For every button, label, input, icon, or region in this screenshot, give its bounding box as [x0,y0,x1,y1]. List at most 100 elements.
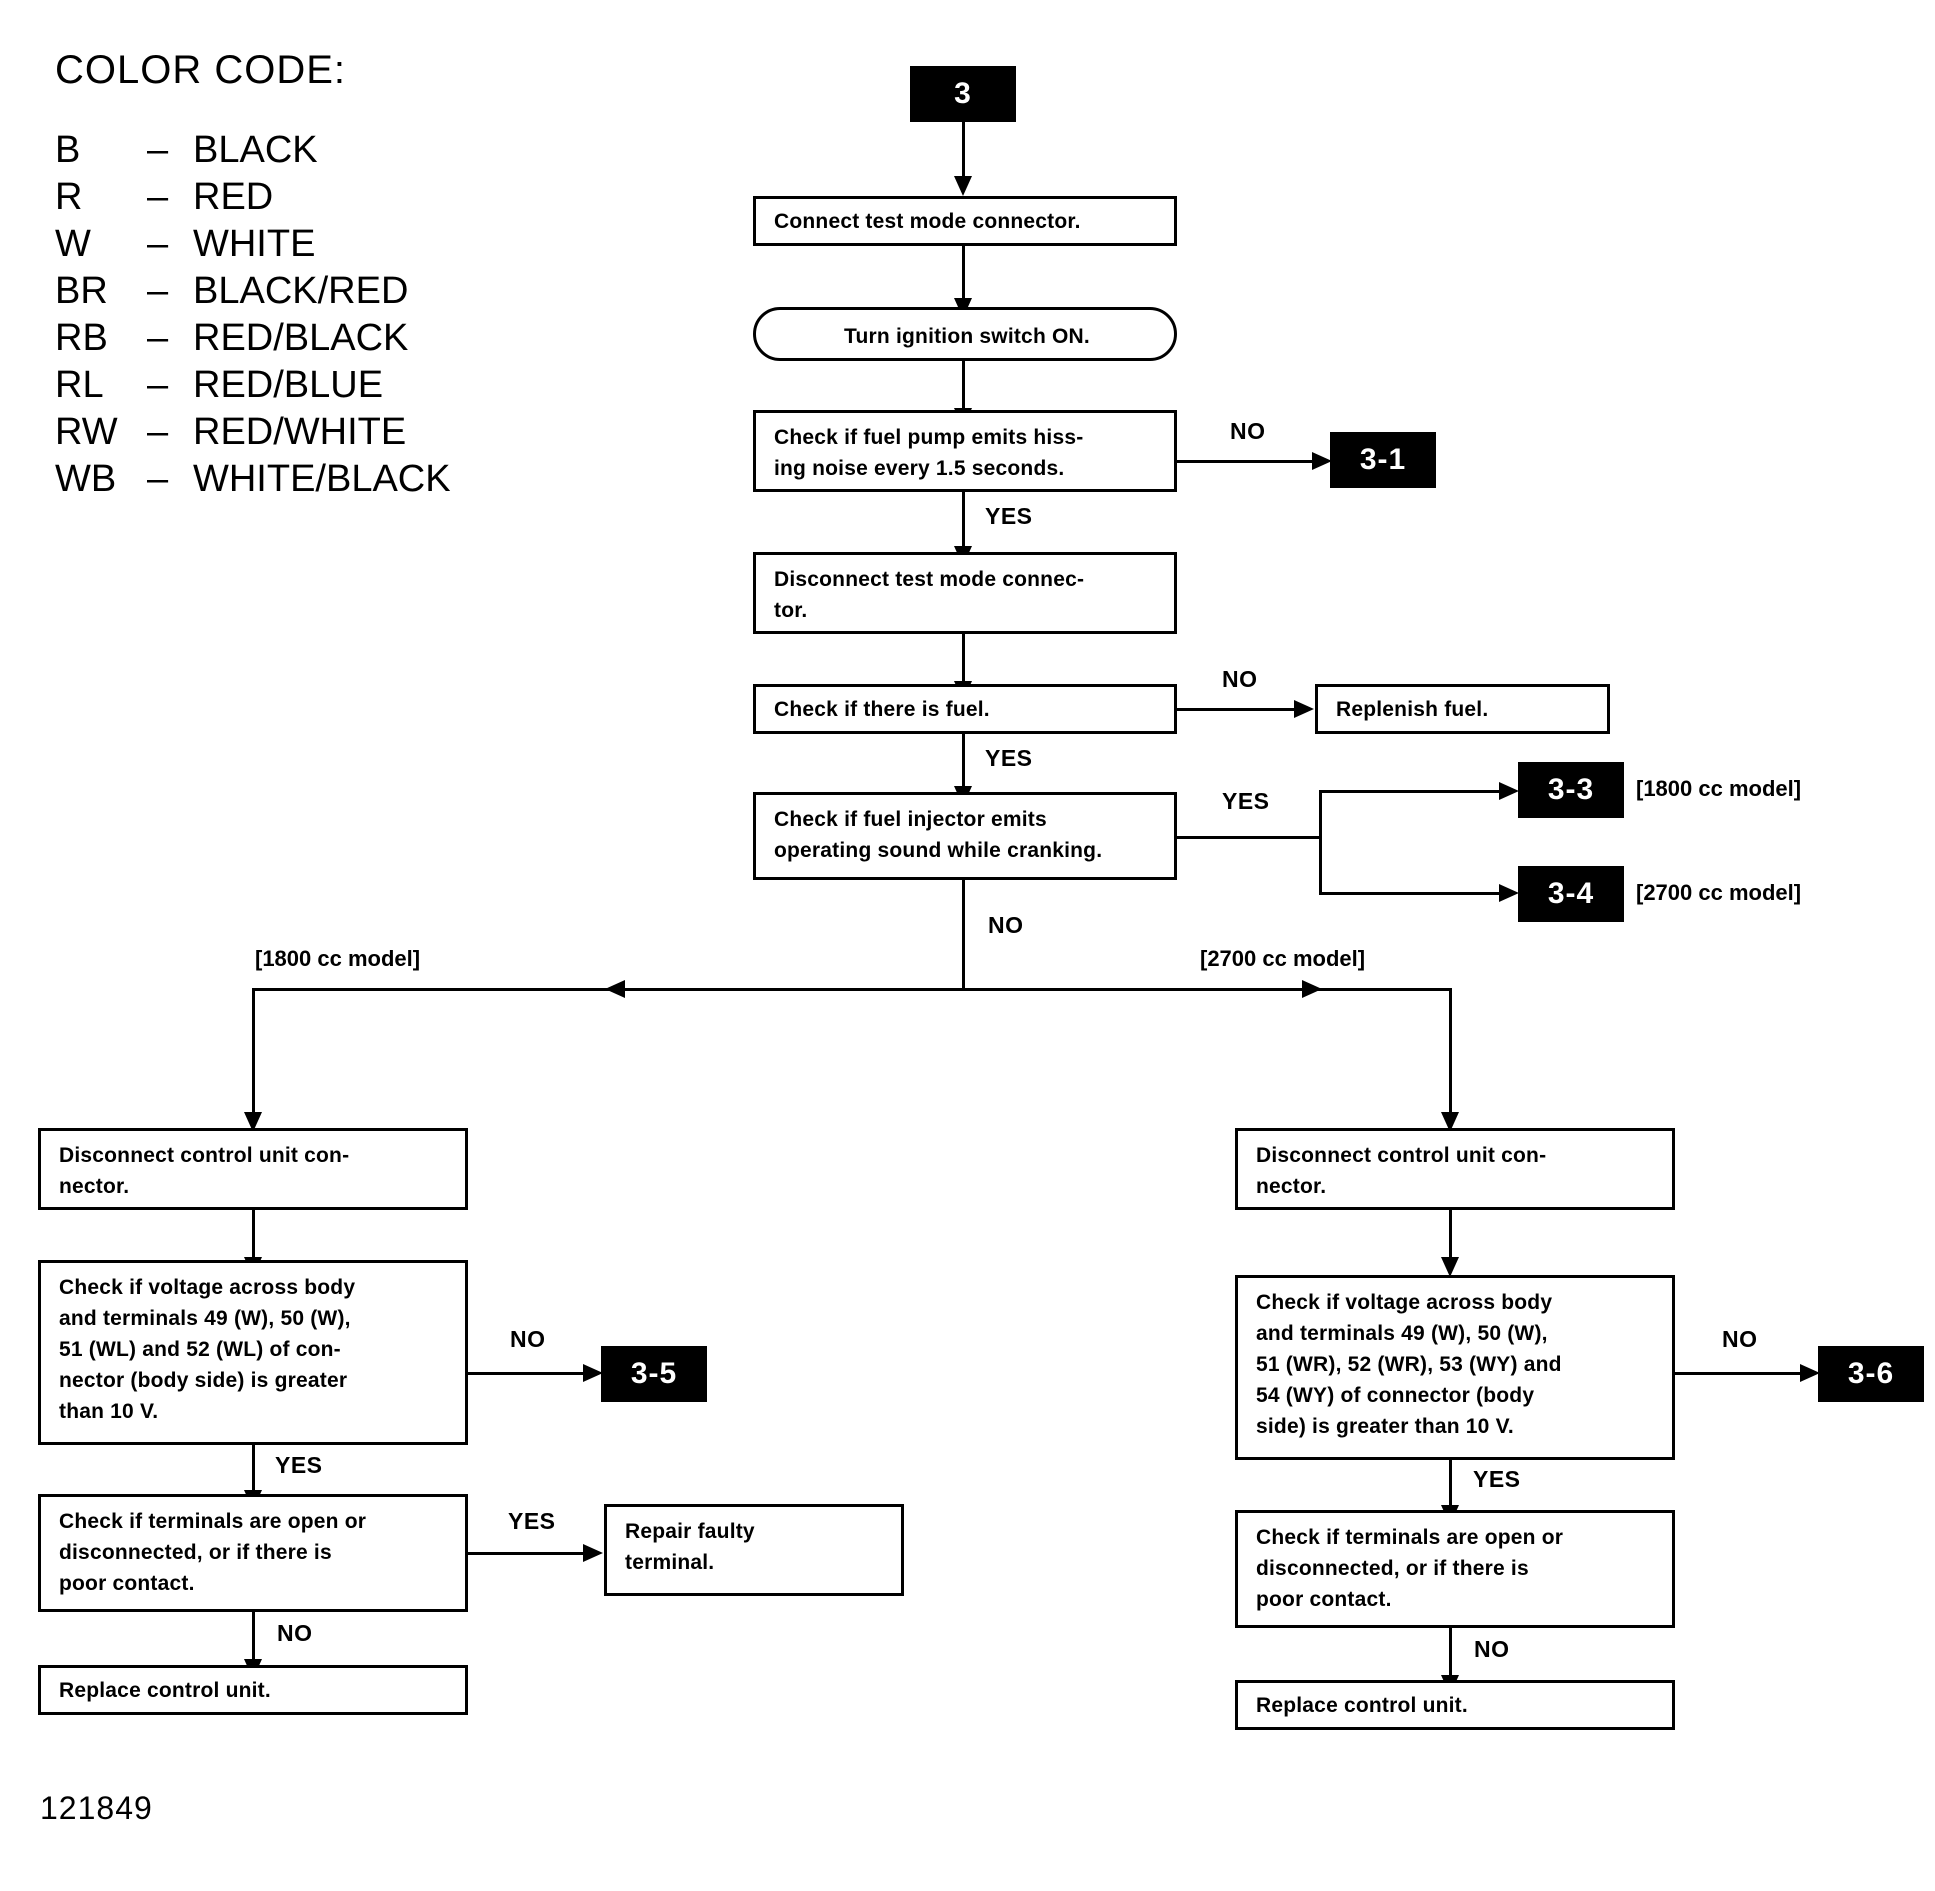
legend-abbr: RL [55,364,104,406]
connector-line [962,246,965,302]
legend-title: COLOR CODE: [55,48,347,92]
arrow-right-icon [1499,782,1519,800]
model-label-2700cc-badge: [2700 cc model] [1636,880,1802,905]
connector-line [962,734,965,792]
node-check-fuel-pump-hissing[interactable]: Check if fuel pump emits hiss- ing noise… [753,410,1177,492]
connector-line [1319,790,1322,895]
connector-line [962,492,965,552]
node-replenish-fuel[interactable]: Replenish fuel. [1315,684,1610,734]
legend-row: B – BLACK [55,127,575,174]
connector-line [252,1445,255,1495]
edge-label-no: NO [1722,1326,1758,1352]
node-text-line-5: side) is greater than 10 V. [1256,1415,1514,1438]
legend-abbr: W [55,223,91,265]
node-check-if-there-is-fuel[interactable]: Check if there is fuel. [753,684,1177,734]
legend-name: WHITE/BLACK [193,458,451,500]
figure-code: 121849 [40,1790,153,1826]
node-repair-faulty-terminal[interactable]: Repair faulty terminal. [604,1504,904,1596]
node-text-line-2: terminal. [625,1551,715,1574]
legend-abbr: B [55,129,81,171]
legend-name: WHITE [193,223,316,265]
node-text: Replenish fuel. [1336,697,1489,721]
connector-line [1449,1628,1452,1680]
branch-bus-line [252,988,1452,991]
reference-badge-3-4[interactable]: 3-4 [1518,866,1624,922]
connector-line [252,1210,255,1262]
node-text-line-2: ing noise every 1.5 seconds. [774,457,1065,480]
legend-dash: – [147,411,169,453]
node-text-line-1: Check if fuel injector emits [774,808,1047,831]
connector-line [252,1612,255,1664]
edge-label-no: NO [988,912,1024,938]
reference-badge-3-5[interactable]: 3-5 [601,1346,707,1402]
node-connect-test-mode-connector[interactable]: Connect test mode connector. [753,196,1177,246]
edge-label-no: NO [1230,418,1266,444]
legend-abbr: BR [55,270,108,312]
node-left-disconnect-control-unit-connector[interactable]: Disconnect control unit con- nector. [38,1128,468,1210]
legend-name: BLACK/RED [193,270,409,312]
reference-badge-3-3[interactable]: 3-3 [1518,762,1624,818]
legend-name: RED/WHITE [193,411,407,453]
edge-label-yes: YES [1222,788,1270,814]
legend-row: RW – RED/WHITE [55,409,575,456]
reference-badge-3-1[interactable]: 3-1 [1330,432,1436,488]
node-text-line-5: than 10 V. [59,1400,159,1423]
edge-label-no: NO [1222,666,1258,692]
arrow-down-icon [1441,1257,1459,1277]
connector-line [252,988,255,1120]
connector-line [1675,1372,1807,1375]
connector-line [1449,1210,1452,1262]
edge-label-yes: YES [275,1452,323,1478]
arrow-right-icon [1294,700,1314,718]
node-text-line-2: tor. [774,599,808,622]
reference-badge-3-6[interactable]: 3-6 [1818,1346,1924,1402]
node-text-line-4: nector (body side) is greater [59,1369,348,1392]
legend-dash: – [147,317,169,359]
legend-abbr: R [55,176,83,218]
node-text-line-1: Check if terminals are open or [59,1510,367,1533]
arrow-down-icon [954,176,972,196]
node-right-replace-control-unit[interactable]: Replace control unit. [1235,1680,1675,1730]
node-text-line-1: Check if voltage across body [1256,1291,1553,1314]
connector-line [1177,708,1299,711]
node-text-line-1: Disconnect test mode connec- [774,568,1085,591]
connector-line [468,1372,588,1375]
legend-row: W – WHITE [55,221,575,268]
node-right-check-voltage[interactable]: Check if voltage across body and termina… [1235,1275,1675,1460]
node-text: Connect test mode connector. [774,209,1081,233]
edge-label-yes: YES [985,503,1033,529]
edge-label-no: NO [277,1620,313,1646]
connector-line [1177,836,1322,839]
node-left-check-terminals[interactable]: Check if terminals are open or disconnec… [38,1494,468,1612]
node-text-line-4: 54 (WY) of connector (body [1256,1384,1535,1407]
node-disconnect-test-mode-connector[interactable]: Disconnect test mode connec- tor. [753,552,1177,634]
node-right-check-terminals[interactable]: Check if terminals are open or disconnec… [1235,1510,1675,1628]
node-turn-ignition-switch-on[interactable]: Turn ignition switch ON. [753,307,1177,361]
node-text: Check if there is fuel. [774,697,990,721]
node-check-fuel-injector-sound[interactable]: Check if fuel injector emits operating s… [753,792,1177,880]
model-label-1800cc-badge: [1800 cc model] [1636,776,1802,801]
model-label-1800cc-branch: [1800 cc model] [255,946,421,971]
legend-name: BLACK [193,129,318,171]
node-text-line-3: poor contact. [59,1572,195,1595]
legend-row: RB – RED/BLACK [55,315,575,362]
node-text-line-1: Repair faulty [625,1520,755,1543]
legend-dash: – [147,129,169,171]
connector-line [1449,988,1452,1120]
node-right-disconnect-control-unit-connector[interactable]: Disconnect control unit con- nector. [1235,1128,1675,1210]
node-text-line-3: poor contact. [1256,1588,1392,1611]
arrow-right-icon [1800,1364,1820,1382]
arrow-right-icon [1312,452,1332,470]
node-text-line-2: nector. [59,1175,130,1198]
entry-badge-3[interactable]: 3 [910,66,1016,122]
legend-dash: – [147,458,169,500]
arrow-right-icon [1302,980,1322,998]
node-left-replace-control-unit[interactable]: Replace control unit. [38,1665,468,1715]
node-text-line-2: disconnected, or if there is [59,1541,332,1564]
arrow-down-icon [1441,1112,1459,1132]
node-left-check-voltage[interactable]: Check if voltage across body and termina… [38,1260,468,1445]
legend-dash: – [147,364,169,406]
connector-line [962,122,965,180]
legend-row: BR – BLACK/RED [55,268,575,315]
legend-row: RL – RED/BLUE [55,362,575,409]
